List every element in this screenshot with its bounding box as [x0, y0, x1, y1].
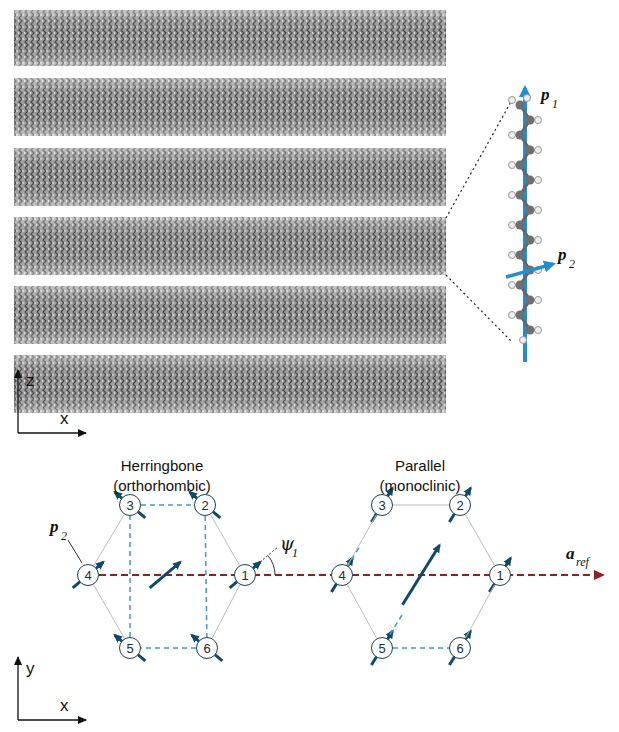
site-circle: 1: [489, 564, 511, 586]
molecule: [509, 95, 542, 344]
site-number: 6: [203, 642, 210, 655]
site-number: 3: [378, 499, 385, 512]
vector-p2: [506, 264, 553, 277]
subscript: 2: [61, 530, 67, 542]
hexagon-edge: [465, 515, 494, 566]
hexagon-edge: [465, 585, 494, 639]
orientation-arrows: [73, 492, 261, 661]
site-circle: 5: [371, 637, 393, 659]
panel-title: Parallel: [395, 458, 445, 473]
cell-edge: [141, 647, 196, 649]
site-circle: 4: [331, 564, 353, 586]
site-circle: 5: [119, 637, 141, 659]
site-circle: 4: [77, 564, 99, 586]
symbol-label: y: [26, 660, 35, 677]
site-number: 5: [378, 642, 385, 655]
angle-arc: [268, 556, 275, 575]
symbol-label: a: [566, 545, 575, 562]
site-number: 2: [201, 499, 208, 512]
leader-line: [68, 540, 82, 563]
symbol-label: z: [26, 372, 35, 389]
symbol-label: x: [60, 697, 69, 714]
site-circle: 6: [196, 637, 218, 659]
cell-edge: [129, 516, 131, 637]
symbol-label: p: [50, 518, 59, 535]
subscript: 1: [552, 98, 558, 110]
cell-edge: [141, 504, 194, 506]
symbol-label: x: [60, 410, 69, 427]
site-number: 6: [456, 642, 463, 655]
site-circle: 2: [449, 494, 471, 516]
site-circle: 3: [119, 494, 141, 516]
panel-title: (monoclinic): [380, 478, 461, 493]
hexagon-edge: [347, 585, 376, 639]
cell-edge: [393, 647, 449, 649]
site-circle: 6: [449, 637, 471, 659]
site-number: 1: [496, 569, 503, 582]
site-number: 1: [241, 569, 248, 582]
hexagon-edge: [347, 515, 376, 566]
site-circle: 1: [234, 564, 256, 586]
site-circle: 3: [371, 494, 393, 516]
leader-line: [446, 100, 512, 218]
site-number: 4: [338, 569, 345, 582]
site-number: 4: [84, 569, 91, 582]
site-number: 2: [456, 499, 463, 512]
axis: [18, 432, 86, 433]
leader-line: [446, 275, 512, 342]
angle-guide: [260, 547, 278, 562]
hexagon-edge: [93, 585, 124, 639]
site-number: 5: [126, 642, 133, 655]
hexagon-edge: [393, 505, 449, 506]
hexagon-edge: [94, 514, 125, 565]
axis: [17, 370, 18, 433]
site-number: 3: [126, 499, 133, 512]
orientation-arrows: [331, 488, 510, 665]
symbol-label: p: [541, 86, 550, 103]
site-circle: 2: [194, 494, 216, 516]
panel-title: (orthorhombic): [113, 478, 211, 493]
layer-stack: [14, 10, 446, 413]
axis: [18, 719, 86, 720]
panel-title: Herringbone: [121, 458, 204, 473]
cell-edge: [205, 516, 207, 637]
subscript: 2: [569, 258, 575, 270]
axis: [17, 657, 18, 720]
symbol-label: p: [558, 246, 567, 263]
subscript: ref: [576, 556, 589, 568]
subscript: 1: [292, 547, 298, 559]
hexagon-edge: [210, 515, 239, 566]
hexagon-edge: [212, 585, 240, 638]
